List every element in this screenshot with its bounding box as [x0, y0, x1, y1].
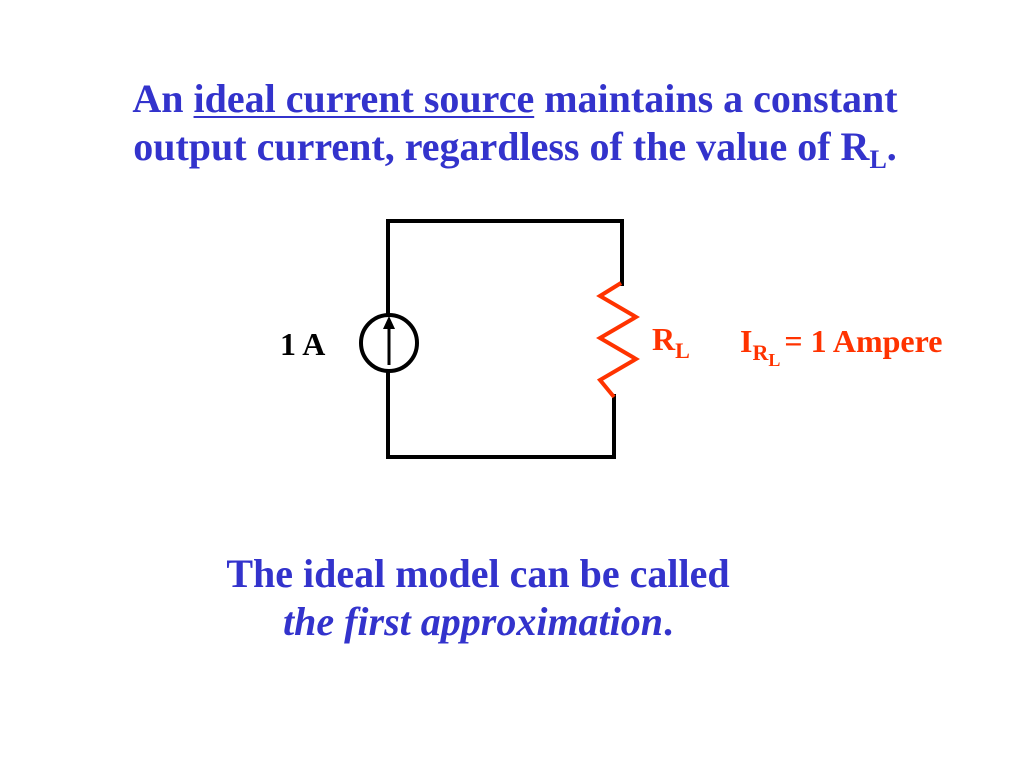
resistor-label-main: R: [652, 321, 676, 357]
current-value: = 1 Ampere: [784, 323, 943, 359]
title-line-1: An ideal current source maintains a cons…: [6, 75, 1024, 123]
title-line2-subscript: L: [869, 145, 887, 174]
resistor-icon: [596, 281, 640, 399]
footer-italic-term: the first approximation: [282, 599, 664, 644]
current-symbol: I: [740, 323, 753, 359]
resistor-label-subscript: L: [675, 338, 690, 363]
footer-line2-end: .: [663, 599, 674, 644]
footer-line-2: the first approximation.: [0, 598, 956, 646]
current-subscript-r: R: [752, 340, 769, 365]
source-current-label: 1 A: [280, 326, 326, 362]
footer-line-1: The ideal model can be called: [226, 551, 730, 596]
load-current-label: IRL= 1 Ampere: [740, 323, 943, 370]
slide-footer-text: The ideal model can be called the first …: [0, 550, 956, 646]
resistor-label: RL: [652, 321, 690, 363]
lower-wire: [386, 370, 616, 459]
title-prefix: An: [132, 76, 184, 121]
upper-wire: [386, 219, 624, 316]
title-line2-end: .: [886, 124, 897, 169]
title-line-2: output current, regardless of the value …: [6, 123, 1024, 176]
title-line2-main: output current, regardless of the value …: [133, 124, 870, 169]
current-source-icon: [359, 313, 419, 373]
arrow-up-icon: [383, 316, 395, 329]
current-subscript: RL: [752, 340, 780, 370]
slide-title: An ideal current source maintains a cons…: [6, 75, 1024, 176]
title-line1-rest: maintains a constant: [544, 76, 898, 121]
current-subsubscript-l: L: [768, 350, 781, 370]
title-underlined-term: ideal current source: [193, 76, 535, 121]
